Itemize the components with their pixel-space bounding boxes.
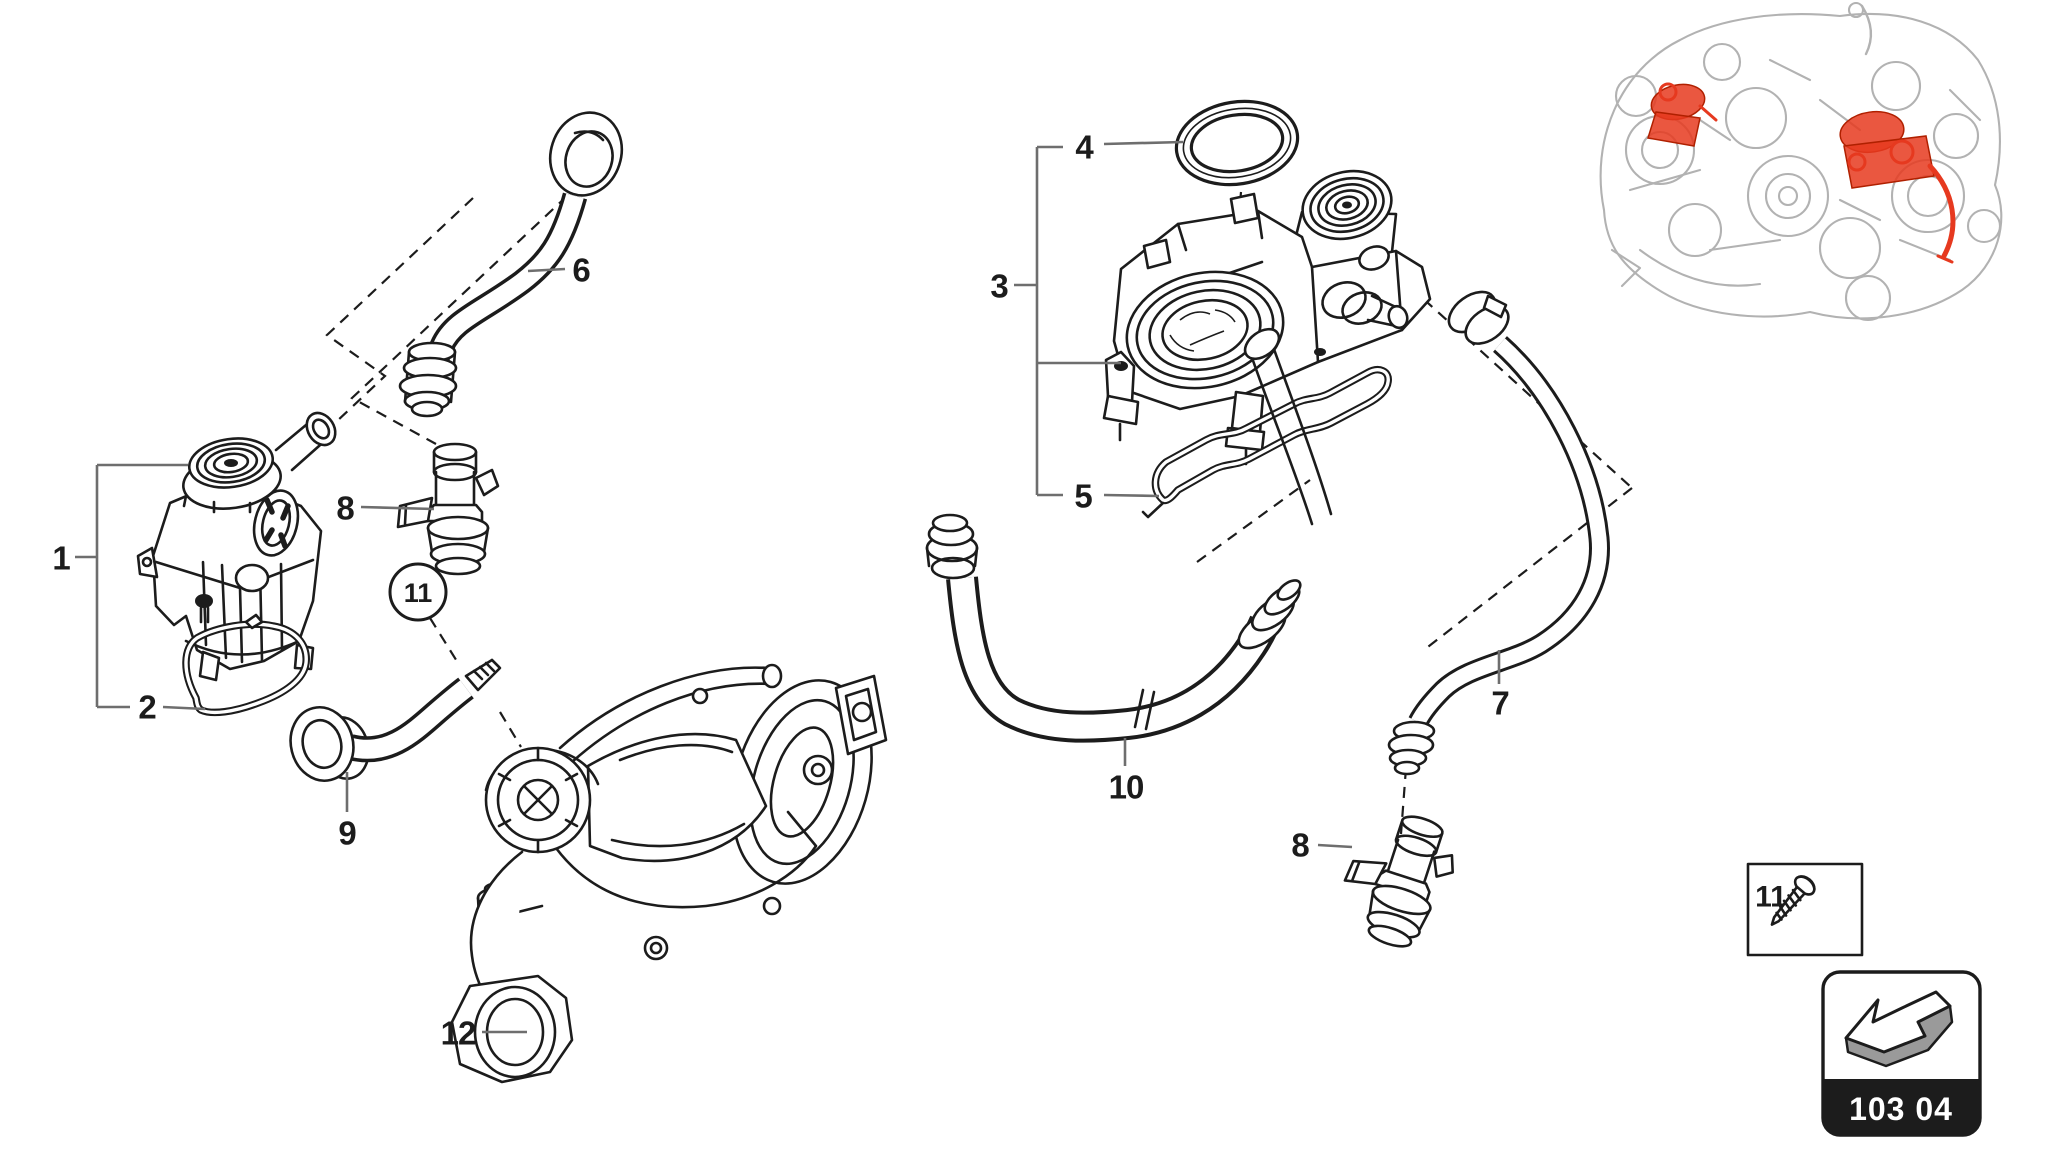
part-breather-hose-right[interactable] (1387, 284, 1610, 776)
callout-9: 9 (338, 815, 356, 852)
callout-labels: 1 2 3 4 5 6 7 8 8 9 10 12 (52, 129, 1509, 1052)
callout-5: 5 (1074, 478, 1092, 515)
callout-4: 4 (1075, 129, 1094, 166)
legend-screw-box[interactable]: 11 (1746, 862, 1864, 957)
part-pressure-valve-right[interactable] (1329, 800, 1467, 958)
part-seal-ring[interactable] (1170, 93, 1303, 193)
callout-3: 3 (990, 268, 1008, 305)
part-turbocharger[interactable] (450, 663, 894, 1084)
part-breather-hose-front[interactable] (398, 103, 632, 418)
part-oil-separator-left[interactable] (136, 408, 341, 682)
callout-screw-circle-label: 11 (404, 578, 433, 608)
callout-10: 10 (1109, 769, 1144, 806)
part-oil-separator-center[interactable] (1102, 162, 1432, 466)
section-badge[interactable]: 103 04 (1821, 970, 1982, 1137)
callout-12: 12 (441, 1015, 476, 1052)
callout-8-right: 8 (1291, 827, 1309, 864)
callout-1: 1 (52, 540, 70, 577)
callout-6: 6 (572, 252, 590, 289)
engine-location-thumbnail[interactable] (1599, 1, 2003, 322)
part-elbow-hose[interactable] (283, 658, 502, 787)
leader-lines (75, 140, 1501, 1034)
direction-arrow-icon (1844, 990, 1954, 1068)
part-pressure-valve-left[interactable] (396, 442, 500, 576)
highlighted-parts-red (1647, 82, 1956, 264)
callout-8-left: 8 (336, 490, 354, 527)
screw-icon (1770, 875, 1816, 926)
part-vent-hose-center[interactable] (925, 513, 1304, 743)
section-code: 103 04 (1849, 1091, 1953, 1127)
callout-2: 2 (138, 689, 156, 726)
part-drain-tube (1243, 327, 1333, 526)
callout-7: 7 (1491, 685, 1508, 722)
callout-circle-screw[interactable]: 11 (388, 562, 448, 622)
part-gasket-center[interactable] (1141, 366, 1392, 519)
